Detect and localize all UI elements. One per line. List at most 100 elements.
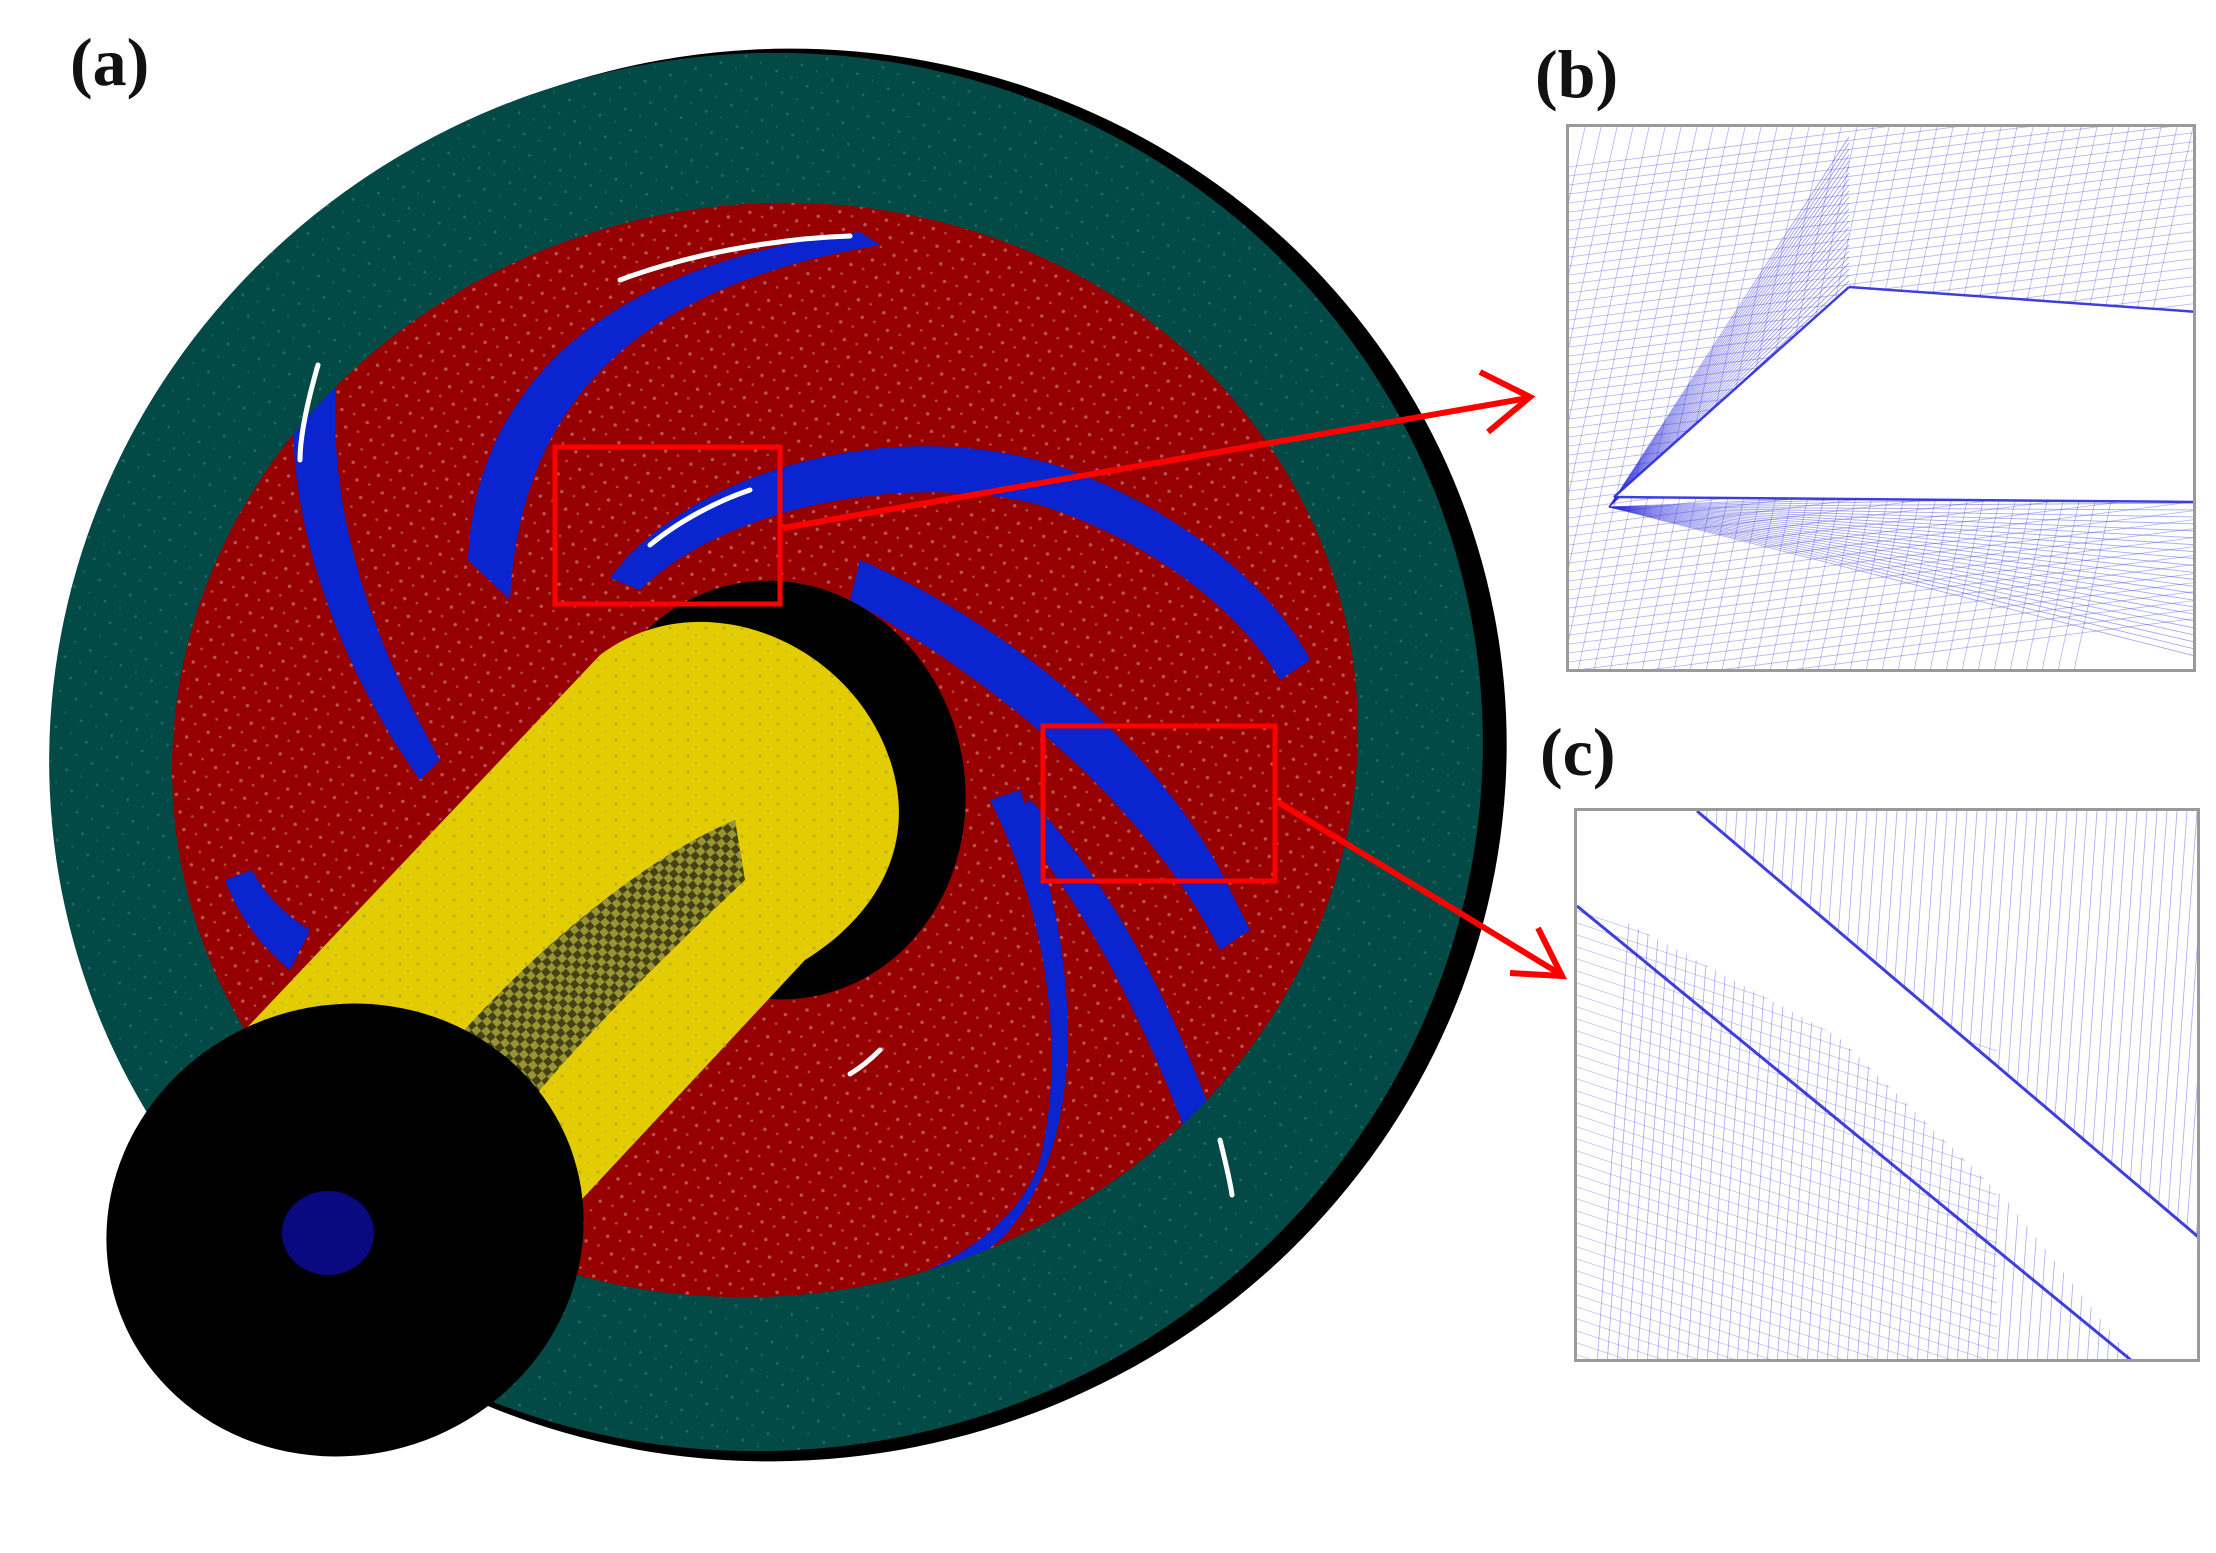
mesh-detail-c: [1574, 808, 2200, 1362]
mesh-line: [1569, 127, 2029, 186]
mesh-line: [1577, 1030, 1998, 1172]
mesh-line: [1569, 546, 2193, 627]
mesh-line: [1569, 127, 1618, 349]
mesh-line: [1608, 506, 2193, 643]
mesh-line: [1608, 506, 2193, 580]
mesh-line: [1581, 591, 2193, 669]
mesh-line: [1569, 492, 2193, 573]
mesh-line: [1569, 127, 1634, 422]
mesh-line: [1577, 1018, 1998, 1160]
mesh-line: [1837, 811, 1878, 1359]
mesh-line: [1608, 506, 2193, 636]
mesh-line: [1569, 510, 2193, 591]
mesh-line: [1577, 1282, 1807, 1359]
mesh-line: [1652, 600, 2193, 669]
mesh-line: [1608, 154, 1850, 508]
mesh-line: [1608, 506, 2193, 518]
mesh-line: [1608, 226, 1850, 508]
mesh-line: [1794, 618, 2193, 669]
mesh-line: [1569, 127, 1602, 276]
blade-edge: [1848, 285, 2193, 313]
mesh-line: [1641, 127, 1762, 669]
mesh-c-lines: [1577, 811, 2197, 1359]
mesh-line: [1608, 506, 2193, 532]
mesh-line: [1577, 1270, 1843, 1359]
blade-2: [293, 340, 440, 780]
mesh-line: [1608, 148, 1850, 508]
blade-6: [1010, 800, 1240, 1200]
mesh-line: [1608, 506, 2193, 622]
mesh-line: [1608, 220, 1850, 508]
mesh-line: [1608, 142, 1850, 508]
mesh-line: [1569, 127, 1959, 177]
arrow-to-b: [782, 369, 1536, 531]
panel-label-a: (a): [70, 24, 150, 100]
mesh-line: [1569, 177, 2193, 258]
blade-edge: [1613, 495, 2193, 504]
mesh-line: [1608, 506, 2193, 546]
mesh-line: [1569, 582, 2193, 663]
blade-3: [610, 446, 1310, 680]
mesh-line: [1787, 811, 1828, 1359]
mesh-line: [1577, 1138, 1998, 1280]
mesh-line: [1608, 506, 2193, 656]
mesh-line: [1657, 127, 1778, 669]
mesh-line: [1608, 232, 1850, 508]
inlet-pipe: [106, 621, 899, 1457]
passage-gap: [1577, 811, 2197, 1359]
blade-7: [225, 870, 310, 970]
mesh-line: [1577, 1102, 1998, 1244]
mesh-line: [1569, 159, 2193, 240]
mesh-line: [1723, 609, 2193, 669]
mesh-line: [2037, 811, 2078, 1359]
mesh-line: [1608, 506, 2193, 587]
mesh-line: [1577, 1174, 1998, 1316]
mesh-line: [1569, 555, 2193, 636]
mesh-line: [1608, 214, 1850, 508]
mesh-line: [1577, 1198, 1998, 1340]
mesh-line: [1569, 519, 2193, 600]
mesh-line: [1608, 208, 1850, 508]
mesh-line: [1608, 184, 1850, 508]
mesh-line: [1608, 136, 1850, 508]
mesh-line: [1867, 811, 1908, 1359]
mesh-line: [1577, 1162, 1998, 1304]
mesh-line: [1608, 178, 1850, 508]
mesh-line: [1569, 127, 1682, 641]
mesh-line: [1577, 1126, 1998, 1268]
blade-edge: [1696, 811, 2197, 1238]
mesh-line: [1577, 127, 1698, 669]
mesh-line: [1569, 127, 2100, 195]
mesh-b-lines: [1569, 127, 2193, 669]
mesh-line: [1569, 127, 1650, 495]
mesh-line: [1608, 506, 2193, 629]
mesh-line: [1577, 1318, 1699, 1359]
mesh-line: [1569, 528, 2193, 609]
blade-edge: [1613, 286, 1850, 498]
mesh-line: [1577, 1222, 1987, 1359]
mesh-line: [1569, 195, 2193, 276]
zoom-box-c: [1040, 723, 1278, 884]
mesh-line: [1577, 1354, 1591, 1359]
mesh-line: [1608, 506, 2193, 559]
mesh-line: [1577, 1054, 1998, 1196]
mesh-line: [1577, 1210, 1998, 1352]
blade-edge: [1577, 904, 2133, 1359]
mesh-line: [1577, 1342, 1627, 1359]
mesh-line: [1577, 1186, 1998, 1328]
mesh-line: [1569, 213, 2193, 294]
mesh-line: [1577, 1090, 1998, 1232]
blade-1: [468, 232, 880, 600]
mesh-line: [1608, 196, 1850, 508]
mesh-line: [1608, 244, 1850, 508]
mesh-line: [1577, 1042, 1998, 1184]
mesh-line: [1569, 127, 1666, 568]
mesh-line: [1609, 127, 1730, 669]
mesh-line: [1608, 202, 1850, 508]
mesh-line: [1569, 127, 2171, 204]
mesh-line: [2057, 811, 2098, 1359]
mesh-line: [1608, 166, 1850, 508]
mesh-line: [1608, 506, 2193, 601]
mesh-line: [1577, 1114, 1998, 1256]
